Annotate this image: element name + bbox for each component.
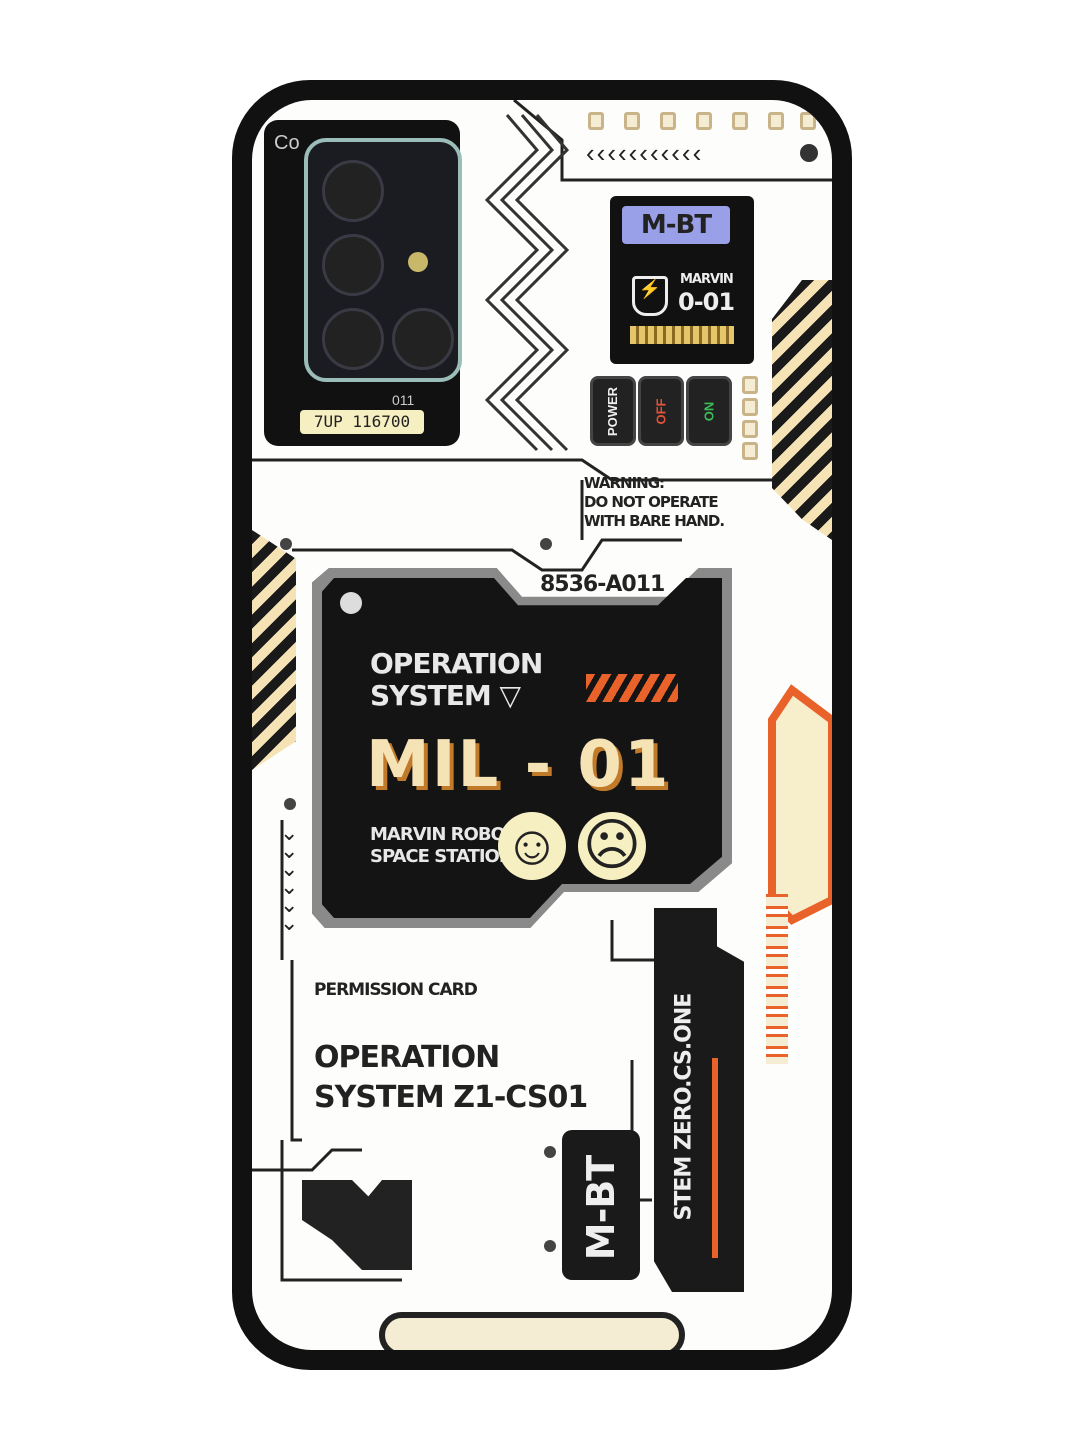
subtitle: MARVIN ROBOT SPACE STATION <box>370 824 517 867</box>
screw-icon <box>540 538 552 550</box>
screw-icon <box>340 592 362 614</box>
off-switch[interactable]: OFF <box>638 376 684 446</box>
indicator-dot <box>696 112 712 130</box>
screw-icon <box>280 538 292 550</box>
happy-face-icon: ☺ <box>498 812 566 880</box>
vertical-label: STEM ZERO.CS.ONE <box>671 993 697 1221</box>
mbt-side-tag: M-BT <box>562 1130 640 1280</box>
screw-icon <box>284 798 296 810</box>
badge-name: MARVIN <box>680 272 734 287</box>
indicator-dot <box>742 442 758 460</box>
camera-lens-icon <box>322 234 384 296</box>
side-block: STEM ZERO.CS.ONE <box>654 908 744 1292</box>
camera-bump <box>304 138 462 382</box>
camera-lens-icon <box>392 308 454 370</box>
orange-stripes <box>586 674 678 702</box>
indicator-dot <box>742 376 758 394</box>
chevrons-left-icon: ‹‹‹‹‹‹‹‹‹‹‹ <box>586 138 704 168</box>
chevrons-down-icon: ⌄⌄⌄⌄⌄⌄ <box>280 820 299 935</box>
led-column <box>766 894 788 1064</box>
main-screen: OPERATION SYSTEM ▽ MIL - 01 MARVIN ROBOT… <box>322 578 722 918</box>
badge-code: 0-01 <box>678 288 735 316</box>
circuit-lines <box>252 100 832 1350</box>
indicator-dot <box>768 112 784 130</box>
indicator-dot <box>742 398 758 416</box>
camera-module: Co 011 7UP 116700 <box>264 120 462 446</box>
power-switch[interactable]: POWER <box>590 376 636 446</box>
serial-number: 8536-A011 <box>540 572 665 597</box>
back-panel: Co 011 7UP 116700 ‹‹‹‹‹‹‹‹‹‹‹ M-BT ⚡ MAR… <box>252 100 832 1350</box>
screw-icon <box>544 1240 556 1252</box>
os-label: OPERATION SYSTEM ▽ <box>370 647 543 712</box>
camera-lens-icon <box>322 308 384 370</box>
hazard-stripes <box>252 530 296 770</box>
flash-icon <box>408 252 428 272</box>
indicator-dot <box>588 112 604 130</box>
mbt-badge: M-BT ⚡ MARVIN 0-01 <box>610 196 754 364</box>
triangle-icon: ▽ <box>499 679 521 712</box>
screw-icon <box>544 1146 556 1158</box>
side-label: M-BT <box>579 1155 623 1261</box>
barcode-strip <box>630 326 734 344</box>
model-title: MIL - 01 <box>366 728 671 802</box>
indicator-dot <box>800 112 816 130</box>
indicator-dot <box>732 112 748 130</box>
camera-lens-icon <box>322 160 384 222</box>
indicator-dot <box>660 112 676 130</box>
orange-bar <box>712 1058 718 1258</box>
permission-title: PERMISSION CARD <box>314 980 478 1000</box>
shield-icon: ⚡ <box>632 276 668 316</box>
model-plate: 7UP 116700 <box>300 410 424 434</box>
camera-tag: 011 <box>392 392 415 408</box>
permission-os: OPERATION SYSTEM Z1-CS01 <box>314 1040 588 1115</box>
on-switch[interactable]: ON <box>686 376 732 446</box>
indicator-dot <box>742 420 758 438</box>
camera-label: Co <box>274 132 300 154</box>
indicator-dot <box>624 112 640 130</box>
sad-face-icon: ☹ <box>578 812 646 880</box>
warning-text: WARNING: DO NOT OPERATE WITH BARE HAND. <box>584 474 725 530</box>
close-icon <box>800 144 818 162</box>
badge-title: M-BT <box>622 206 730 244</box>
hazard-stripes <box>772 280 832 540</box>
